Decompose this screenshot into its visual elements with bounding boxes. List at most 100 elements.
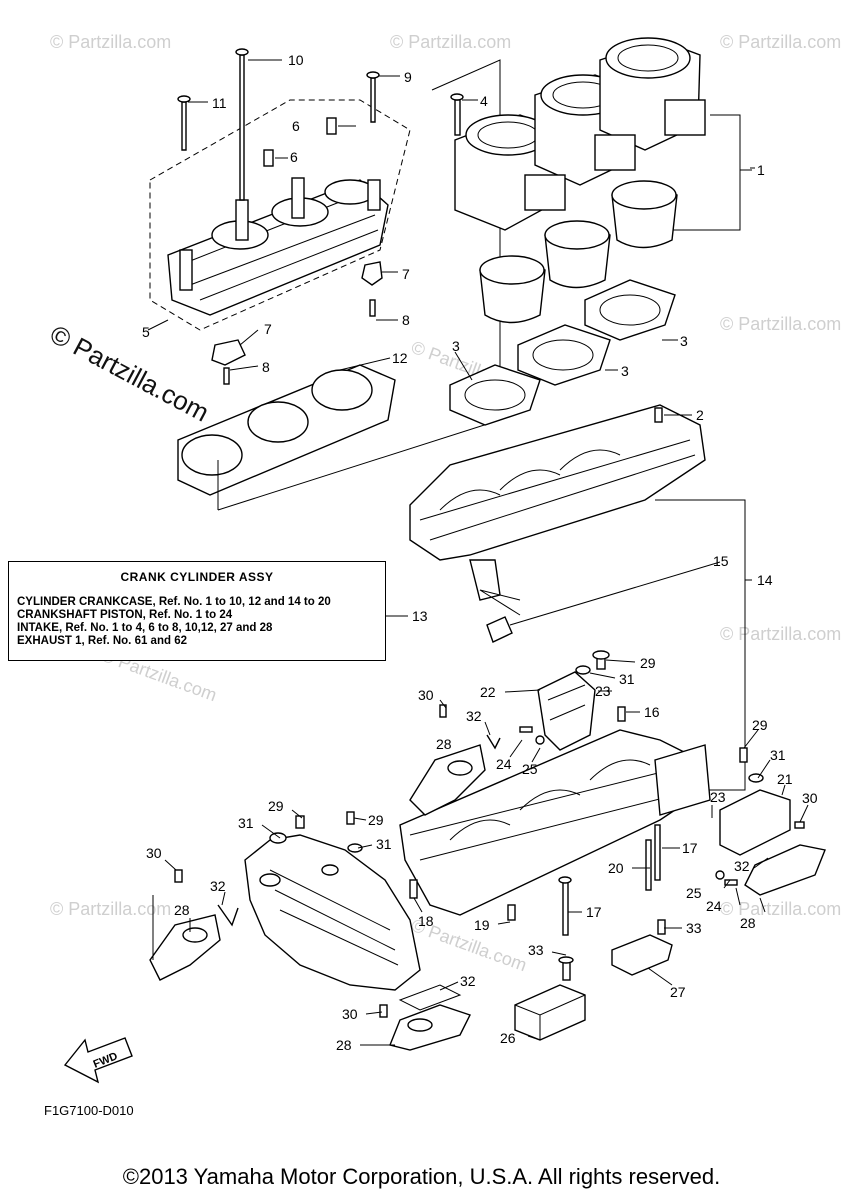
callout-28: 28 [436,736,452,752]
info-line-cylinder-crankcase: CYLINDER CRANKCASE, Ref. No. 1 to 10, 12… [17,596,331,608]
callout-29: 29 [752,717,768,733]
callout-29: 29 [640,655,656,671]
side-housing [244,811,421,991]
watermark: © Partzilla.com [720,624,841,644]
assembly-title: CRANK CYLINDER ASSY [120,570,274,584]
callout-23: 23 [710,789,726,805]
callout-15: 15 [713,553,729,569]
assembly-info-box: CRANK CYLINDER ASSY CYLINDER CRANKCASE, … [8,561,386,661]
head-gasket [177,364,396,496]
bearing-15 [486,616,513,643]
copyright-notice: ©2013 Yamaha Motor Corporation, U.S.A. A… [122,1164,721,1189]
callout-13: 13 [412,608,428,624]
diagram-code: F1G7100-D010 [44,1103,134,1118]
callout-30: 30 [802,790,818,806]
callout-31: 31 [770,747,786,763]
callout-4: 4 [480,93,488,109]
cylinder-head-group [149,48,411,385]
callout-16: 16 [644,704,660,720]
pistons [479,180,678,324]
callout-30: 30 [146,845,162,861]
callout-33: 33 [686,920,702,936]
bolt-4 [454,99,461,136]
callout-25: 25 [522,761,538,777]
callout-9: 9 [404,69,412,85]
dowel-16 [617,706,626,722]
callout-2: 2 [696,407,704,423]
bolt-8a [369,299,376,317]
dowel-6a [326,117,337,135]
callout-31: 31 [619,671,635,687]
callout-27: 27 [670,984,686,1000]
bracket-7a [361,261,383,286]
cylinder-head [167,179,389,316]
callout-28: 28 [174,902,190,918]
info-line-crankshaft-piston: CRANKSHAFT PISTON, Ref. No. 1 to 24 [17,609,233,621]
callout-32: 32 [210,878,226,894]
callout-25: 25 [686,885,702,901]
watermark: © Partzilla.com [50,899,171,919]
callout-21: 21 [777,771,793,787]
engine-mount-left-lower [149,869,239,981]
callout-33: 33 [528,942,544,958]
watermark: © Partzilla.com [390,32,511,52]
callout-31: 31 [376,836,392,852]
callout-30: 30 [418,687,434,703]
shim-32-left [217,904,239,927]
dowel-6b [263,149,274,167]
leaders [147,59,809,1046]
callout-26: 26 [500,1030,516,1046]
callout-23: 23 [595,683,611,699]
crankcase-bolts [409,824,661,936]
callout-29: 29 [268,798,284,814]
rubber-blocks [514,919,673,1041]
callout-14: 14 [757,572,773,588]
mount-bracket-21 [719,789,791,856]
bolt-11 [181,101,187,151]
rubber-mount-28 [744,844,826,896]
bolt-8b [223,367,230,385]
callout-28: 28 [336,1037,352,1053]
block-27 [611,934,673,976]
callout-labels: 10 11 9 4 6 6 1 7 7 5 8 8 12 3 3 3 2 15 … [142,52,818,1053]
callout-17: 17 [586,904,602,920]
callout-8: 8 [262,359,270,375]
block-26 [514,984,586,1041]
bolt-24 [519,726,533,733]
head-group-outline [149,99,411,331]
callout-3: 3 [452,338,460,354]
callout-24: 24 [706,898,722,914]
callout-7: 7 [402,266,410,282]
watermark: © Partzilla.com [720,314,841,334]
callout-11: 11 [212,95,227,111]
watermark: © Partzilla.com [720,899,841,919]
engine-mount-bottom [379,984,471,1051]
callout-20: 20 [608,860,624,876]
callout-32: 32 [734,858,750,874]
callout-18: 18 [418,913,434,929]
bracket-7b [211,339,246,366]
callout-5: 5 [142,324,150,340]
callout-10: 10 [288,52,304,68]
callout-17: 17 [682,840,698,856]
bolt-9 [370,77,376,123]
callout-7: 7 [264,321,272,337]
callout-32: 32 [460,973,476,989]
info-line-intake: INTAKE, Ref. No. 1 to 4, 6 to 8, 10,12, … [17,622,273,634]
side-plate-23 [654,744,711,816]
callout-32: 32 [466,708,482,724]
info-line-exhaust: EXHAUST 1, Ref. No. 61 and 62 [17,635,187,647]
callout-28: 28 [740,915,756,931]
bolt-29-top [575,650,610,675]
callout-12: 12 [392,350,408,366]
callout-3: 3 [621,363,629,379]
engine-mount-right [654,744,826,896]
callout-8: 8 [402,312,410,328]
callout-1: 1 [757,162,765,178]
watermark-large: © Partzilla.com [45,319,214,428]
watermark: © Partzilla.com [720,32,841,52]
dowel-2 [654,407,663,423]
callout-3: 3 [680,333,688,349]
fwd-arrow: FWD [63,1037,133,1084]
